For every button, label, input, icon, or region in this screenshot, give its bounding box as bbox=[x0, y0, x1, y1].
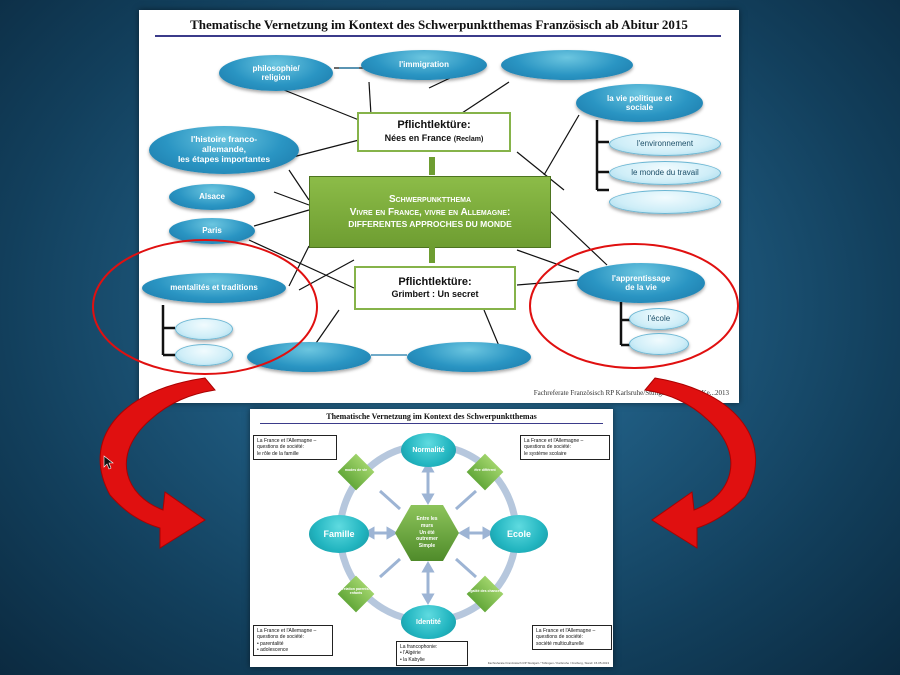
textbox-famille: La France et l'Allemagne – questions de … bbox=[253, 435, 337, 460]
diamond-bl-label: relation parents-enfants bbox=[342, 587, 370, 595]
node-ecole: l'école bbox=[629, 308, 689, 330]
hex-line4: outremer bbox=[416, 536, 438, 543]
node-monde-travail: le monde du travail bbox=[609, 161, 721, 185]
pflichtlektuere-1: Pflichtlektüre: Nées en France (Reclam) bbox=[357, 112, 511, 152]
box-bl-line1: La France et l'Allemagne – bbox=[257, 628, 317, 634]
textbox-multiculturelle: La France et l'Allemagne – questions de … bbox=[532, 625, 612, 650]
bottom-slide-title: Thematische Vernetzung im Kontext des Sc… bbox=[326, 412, 537, 421]
node-blank-right bbox=[609, 190, 721, 214]
box-bl-line3: • parentalité bbox=[257, 640, 284, 647]
highlight-ellipse-right bbox=[529, 243, 739, 369]
pflicht2-label: Pflichtlektüre: bbox=[398, 275, 472, 288]
node-vie-politique: la vie politique et sociale bbox=[576, 84, 703, 122]
box-bc-line1: La francophonie: bbox=[400, 644, 438, 650]
schwerpunktthema-box: Schwerpunktthema Vivre en France, vivre … bbox=[309, 176, 551, 248]
textbox-francophonie: La francophonie: • l'Algérie • la Kabyli… bbox=[396, 641, 468, 666]
textbox-ecole: La France et l'Allemagne – questions de … bbox=[520, 435, 610, 460]
hex-line5: Simple bbox=[418, 543, 436, 550]
node-blank-top-right bbox=[501, 50, 633, 80]
bottom-slide: Thematische Vernetzung im Kontext des Sc… bbox=[250, 409, 613, 667]
circle-normalite: Normalité bbox=[401, 433, 456, 467]
bottom-title-divider bbox=[260, 423, 603, 424]
node-philosophie: philosophie/ religion bbox=[219, 55, 333, 91]
circle-identite: Identité bbox=[401, 605, 456, 639]
node-alsace: Alsace bbox=[169, 184, 255, 210]
top-slide-credit: Fachreferate Französisch RP Karlsruhe/St… bbox=[533, 389, 729, 397]
node-blank-bottom-left bbox=[247, 342, 371, 372]
hex-line3: Un été bbox=[419, 529, 435, 536]
top-slide-title: Thematische Vernetzung im Kontext des Sc… bbox=[190, 17, 688, 32]
box-bc-line2: • l'Algérie bbox=[400, 650, 421, 657]
pflicht1-text-line: Nées en France (Reclam) bbox=[359, 133, 509, 145]
box-tl-line1: La France et l'Allemagne – bbox=[257, 438, 317, 444]
connector-bottom bbox=[429, 247, 435, 263]
center-line2: Vivre en France, vivre en Allemagne: bbox=[349, 207, 511, 219]
node-environnement: l'environnement bbox=[609, 132, 721, 156]
diamond-tr-label: être différent bbox=[474, 468, 496, 472]
box-br-line3: société multiculturelle bbox=[536, 640, 584, 647]
box-br-line1: La France et l'Allemagne – bbox=[536, 628, 596, 634]
hex-line2: murs bbox=[420, 522, 434, 529]
box-tr-line3: le système scolaire bbox=[524, 450, 567, 457]
node-blank-sub2 bbox=[175, 344, 233, 366]
box-tl-line3: le rôle de la famille bbox=[257, 450, 299, 457]
curved-arrow-right bbox=[644, 377, 756, 549]
center-line3: differentes approches du monde bbox=[348, 219, 512, 230]
box-tr-line2: questions de société: bbox=[524, 444, 571, 451]
pflicht2-text: Grimbert : Un secret bbox=[391, 289, 479, 300]
box-br-line2: questions de société: bbox=[536, 634, 583, 641]
box-bl-line4: • adolescence bbox=[257, 646, 289, 653]
node-blank-sub1 bbox=[175, 318, 233, 340]
mouse-cursor-icon bbox=[103, 455, 114, 470]
pflicht1-text: Nées en France bbox=[384, 133, 452, 143]
box-bc-line3: • la Kabylie bbox=[400, 656, 425, 663]
node-blank-bottom-right bbox=[407, 342, 531, 372]
diamond-br-label: égalité des chances bbox=[468, 589, 502, 593]
box-tl-line2: questions de société: bbox=[257, 444, 304, 451]
box-tr-line1: La France et l'Allemagne – bbox=[524, 438, 584, 444]
pflicht1-label: Pflichtlektüre: bbox=[397, 119, 471, 132]
pflichtlektuere-2: Pflichtlektüre: Grimbert : Un secret bbox=[354, 266, 516, 310]
diamond-tl-label: modes de vie bbox=[344, 468, 368, 472]
bottom-slide-credit: Fachreferate Französisch RP Stuttgart / … bbox=[487, 661, 609, 665]
connector-lines bbox=[161, 67, 631, 357]
highlight-ellipse-left bbox=[92, 239, 318, 375]
hex-line1: Entre les bbox=[416, 516, 438, 523]
box-bl-line2: questions de société: bbox=[257, 634, 304, 641]
pflicht1-sub: (Reclam) bbox=[453, 136, 484, 143]
node-apprentissage: l'apprentissage de la vie bbox=[577, 263, 705, 303]
textbox-adolescence: La France et l'Allemagne – questions de … bbox=[253, 625, 333, 656]
node-blank-apprentissage bbox=[629, 333, 689, 355]
circle-famille: Famille bbox=[309, 515, 369, 553]
circle-ecole: Ecole bbox=[490, 515, 548, 553]
curved-arrow-left bbox=[99, 377, 216, 549]
title-divider bbox=[155, 35, 721, 37]
center-line1: Schwerpunktthema bbox=[388, 194, 472, 206]
connector-top bbox=[429, 157, 435, 175]
node-immigration: l'immigration bbox=[361, 50, 487, 80]
node-histoire: l'histoire franco- allemande, les étapes… bbox=[149, 126, 299, 174]
node-mentalites: mentalités et traditions bbox=[142, 273, 286, 303]
